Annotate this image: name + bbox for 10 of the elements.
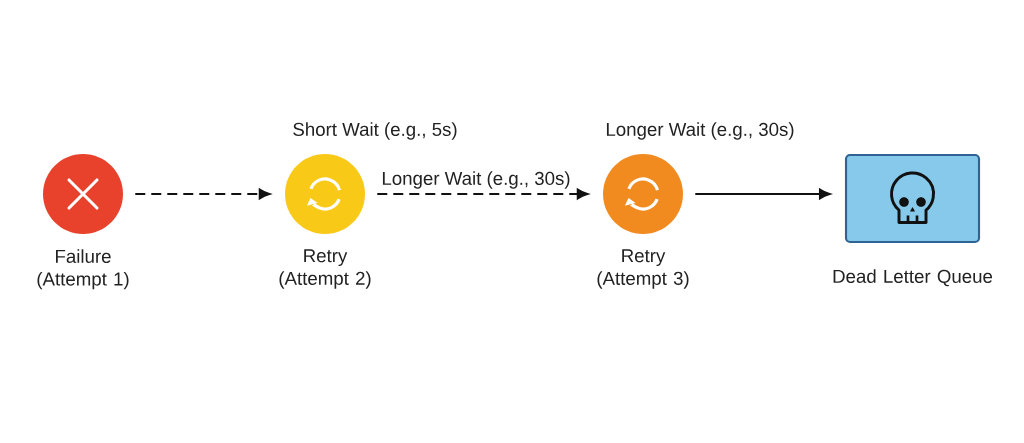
arrow [376, 188, 589, 200]
edge-label: Longer Wait (e.g., 30s) [380, 169, 572, 191]
node-label: Dead Letter Queue [833, 269, 993, 287]
arrow [694, 188, 831, 200]
node-label: Retry (Attempt 3) [597, 249, 689, 289]
node-label: Retry (Attempt 2) [279, 249, 371, 289]
node-label: Failure (Attempt 1) [37, 249, 129, 290]
wait-label: Short Wait (e.g., 5s) [293, 122, 457, 140]
wait-label: Longer Wait (e.g., 30s) [606, 122, 794, 140]
arrow [134, 188, 271, 200]
